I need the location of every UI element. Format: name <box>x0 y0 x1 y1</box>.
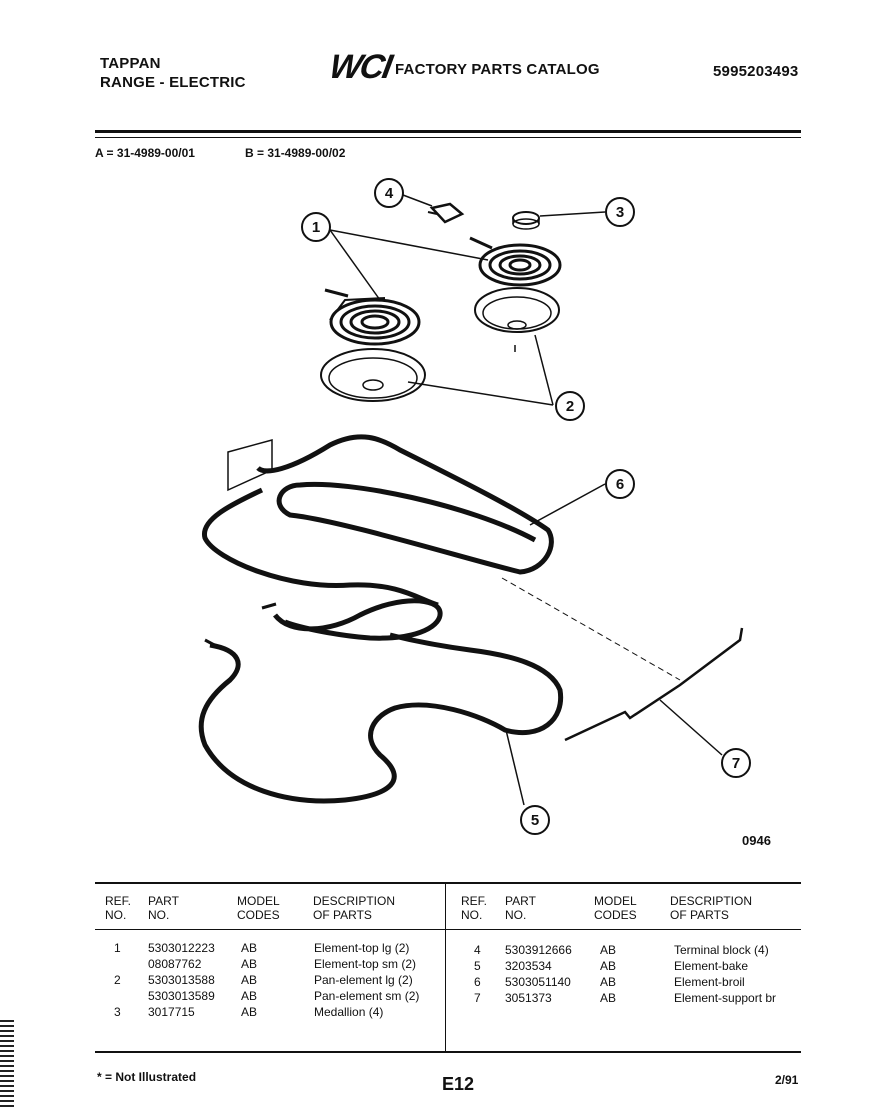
table-row: 7 <box>474 991 481 1005</box>
table-row: Element-broil <box>674 975 745 989</box>
table-row: 2 <box>114 973 121 987</box>
table-row: 1 <box>114 941 121 955</box>
table-row: 6 <box>474 975 481 989</box>
table-row: AB <box>600 959 617 973</box>
callout-circle-3 <box>605 197 635 227</box>
table-row: 3051373 <box>505 991 552 1005</box>
drip-pan-small <box>474 287 560 352</box>
callout-label-5: 5 <box>531 812 539 829</box>
broil-element <box>202 434 554 608</box>
table-row: 5303013589 <box>148 989 215 1003</box>
header-rule-thin <box>95 137 801 138</box>
callout-label-6: 6 <box>616 476 624 493</box>
callout-label-7: 7 <box>732 755 740 772</box>
table-row: 5303013588 <box>148 973 215 987</box>
table-row: AB <box>241 941 258 955</box>
table-row: Pan-element sm (2) <box>314 989 420 1003</box>
table-row: Medallion (4) <box>314 1005 384 1019</box>
table-top-rule <box>95 882 801 884</box>
medallion <box>512 211 540 230</box>
callout-label-4: 4 <box>385 185 394 202</box>
table-row: AB <box>241 1005 258 1019</box>
table-header-rule <box>95 929 801 930</box>
table-row: Terminal block (4) <box>674 943 769 957</box>
header-rule-thick <box>95 130 801 133</box>
header-ref-left: REF.NO. <box>105 894 132 922</box>
model-b: B = 31-4989-00/02 <box>245 146 346 160</box>
table-bottom-rule <box>95 1051 801 1053</box>
product-type: RANGE - ELECTRIC <box>100 74 246 91</box>
element-support-bracket <box>501 577 744 742</box>
callout-label-2: 2 <box>566 398 574 415</box>
leader-lines <box>329 194 723 806</box>
catalog-number: 5995203493 <box>713 63 799 80</box>
table-row: AB <box>600 991 617 1005</box>
brand-name: TAPPAN <box>100 55 161 72</box>
table-row: 08087762 <box>148 957 202 971</box>
table-row: Element-bake <box>674 959 749 973</box>
terminal-block <box>427 202 465 224</box>
callout-circle-6 <box>605 469 635 499</box>
catalog-title: FACTORY PARTS CATALOG <box>395 61 600 78</box>
table-row: 3203534 <box>505 959 552 973</box>
table-row: Pan-element lg (2) <box>314 973 413 987</box>
table-row: AB <box>241 973 258 987</box>
header-ref-right: REF.NO. <box>461 894 488 922</box>
diagram-code: 0946 <box>742 833 771 848</box>
model-a: A = 31-4989-00/01 <box>95 146 195 160</box>
callout-label-3: 3 <box>616 204 624 221</box>
surface-element-small <box>469 236 562 287</box>
table-row: 5303051140 <box>505 975 571 989</box>
table-divider <box>445 884 446 1052</box>
callout-circle-1 <box>301 212 331 242</box>
table-row: AB <box>600 943 617 957</box>
table-row: 4 <box>474 943 481 957</box>
table-row: AB <box>600 975 617 989</box>
callout-circle-4 <box>374 178 404 208</box>
table-row: 3 <box>114 1005 121 1019</box>
table-row: 3017715 <box>148 1005 195 1019</box>
footnote: * = Not Illustrated <box>97 1070 197 1084</box>
table-row: 5303012223 <box>148 941 215 955</box>
drip-pan-large <box>320 348 426 402</box>
table-row: Element-top sm (2) <box>314 957 417 971</box>
page-number: E12 <box>442 1074 475 1094</box>
table-row: AB <box>241 957 258 971</box>
table-row: 5 <box>474 959 481 973</box>
table-row: Element-support br <box>674 991 777 1005</box>
callout-circle-2 <box>555 391 585 421</box>
bake-element <box>198 598 564 804</box>
callout-label-1: 1 <box>312 219 320 236</box>
callout-circle-7 <box>721 748 751 778</box>
revision-date: 2/91 <box>775 1073 799 1087</box>
exploded-parts-diagram: 1 2 3 4 5 6 7 0946 <box>198 178 771 848</box>
scan-edge-marks <box>0 1020 14 1110</box>
callout-circle-5 <box>520 805 550 835</box>
surface-element-large <box>324 288 421 346</box>
table-row: 5303912666 <box>505 943 572 957</box>
table-row: AB <box>241 989 258 1003</box>
table-row: Element-top lg (2) <box>314 941 410 955</box>
